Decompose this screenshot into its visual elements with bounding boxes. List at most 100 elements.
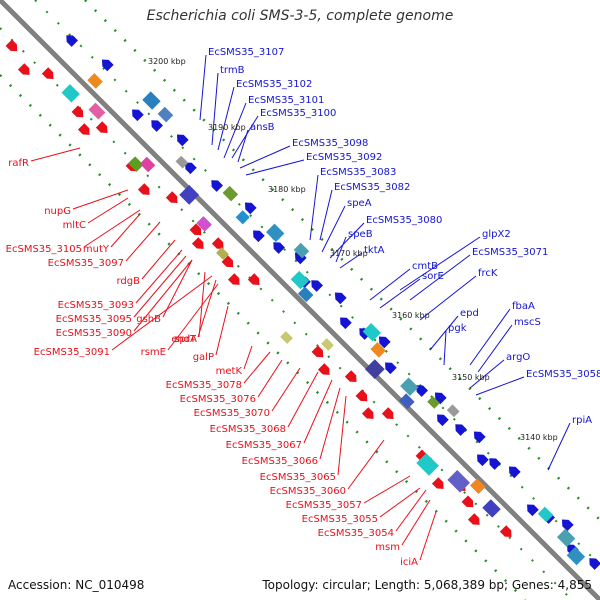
forward-gene-arrow xyxy=(77,123,90,135)
reverse-gene-label: EcSMS35_3107 xyxy=(208,47,284,58)
forward-gene-label: metK xyxy=(216,366,243,377)
gene-block xyxy=(235,210,250,225)
forward-gene-label: EcSMS35_3067 xyxy=(226,440,302,451)
forward-gene-label: EcSMS35_3066 xyxy=(242,456,318,467)
reverse-callout-line xyxy=(245,159,305,176)
reverse-callout-line xyxy=(237,129,249,163)
forward-callout-line xyxy=(243,351,271,384)
reverse-callout-line xyxy=(429,315,459,351)
reverse-callout-line xyxy=(223,102,247,159)
forward-callout-line xyxy=(271,367,301,412)
reverse-callout-line xyxy=(469,359,505,389)
reverse-callout-line xyxy=(369,268,411,301)
reverse-callout-line xyxy=(379,278,421,309)
gene-block xyxy=(537,506,554,523)
reverse-gene-arrow xyxy=(151,120,163,132)
reverse-gene-label: EcSMS35_3058 xyxy=(526,369,600,380)
reverse-gene-arrow xyxy=(185,162,197,175)
reverse-gene-arrow xyxy=(273,242,285,254)
forward-gene-label: EcSMS35_3105 xyxy=(6,244,82,255)
reverse-gene-arrow xyxy=(101,59,114,72)
gene-block xyxy=(364,359,385,380)
kbp-mark-label: 3170 kbp xyxy=(330,249,368,258)
gene-block xyxy=(61,84,80,103)
forward-gene-arrow xyxy=(5,39,18,52)
forward-gene-label: mutY xyxy=(83,244,110,255)
gene-block xyxy=(416,453,439,476)
forward-gene-label: endA xyxy=(171,334,197,345)
reverse-gene-arrow xyxy=(334,292,347,305)
reverse-gene-label: tktA xyxy=(364,245,385,256)
reverse-gene-arrow xyxy=(244,202,257,215)
forward-gene-label: EcSMS35_3093 xyxy=(58,300,134,311)
reverse-callout-line xyxy=(217,86,235,151)
reverse-callout-line xyxy=(309,174,319,241)
forward-callout-line xyxy=(87,197,129,224)
forward-callout-line xyxy=(162,259,193,318)
gene-block xyxy=(87,73,103,89)
reverse-gene-arrow xyxy=(132,109,144,122)
reverse-gene-arrow xyxy=(455,424,467,436)
kbp-mark-label: 3190 kbp xyxy=(208,123,246,132)
forward-callout-line xyxy=(197,279,217,338)
reverse-gene-arrow xyxy=(473,431,486,444)
forward-callout-line xyxy=(401,499,431,546)
gene-block xyxy=(157,106,174,123)
forward-gene-label: EcSMS35_3078 xyxy=(166,380,242,391)
forward-callout-line xyxy=(125,221,161,262)
forward-gene-label: nupG xyxy=(44,206,71,217)
forward-callout-line xyxy=(287,371,319,428)
reverse-gene-arrow xyxy=(508,466,521,479)
gene-block xyxy=(280,331,293,344)
reverse-gene-label: EcSMS35_3082 xyxy=(334,182,410,193)
forward-gene-arrow xyxy=(165,191,178,203)
gene-block xyxy=(290,270,310,290)
gene-features xyxy=(5,35,600,570)
reverse-gene-arrow xyxy=(477,454,489,467)
forward-gene-arrow xyxy=(95,121,108,133)
forward-gene-label: iciA xyxy=(400,557,418,568)
reverse-gene-label: EcSMS35_3102 xyxy=(236,79,312,90)
forward-callout-line xyxy=(111,275,213,351)
reverse-gene-label: cmtB xyxy=(412,261,438,272)
reverse-callout-line xyxy=(409,254,471,301)
reverse-callout-line xyxy=(339,252,363,269)
forward-callout-line xyxy=(133,255,187,318)
forward-gene-label: EcSMS35_3054 xyxy=(318,528,394,539)
kbp-mark-label: 3150 kbp xyxy=(452,373,490,382)
reverse-gene-label: speA xyxy=(347,198,372,209)
forward-callout-line xyxy=(379,487,421,518)
tick-guide-outer-right xyxy=(84,0,600,521)
gene-block xyxy=(556,528,576,548)
reverse-gene-label: fbaA xyxy=(512,301,535,312)
forward-gene-arrow xyxy=(381,407,394,419)
reverse-gene-label: EcSMS35_3071 xyxy=(472,247,548,258)
reverse-gene-arrow xyxy=(340,317,352,330)
reverse-gene-label: mscS xyxy=(514,317,541,328)
reverse-gene-arrow xyxy=(211,180,223,192)
forward-callout-line xyxy=(303,379,333,444)
forward-gene-label: mltC xyxy=(63,220,86,231)
gene-block xyxy=(216,247,229,260)
forward-callout-line xyxy=(141,239,176,280)
forward-gene-arrow xyxy=(227,273,240,285)
kbp-mark-label: 3160 kbp xyxy=(392,311,430,320)
reverse-gene-label: EcSMS35_3092 xyxy=(306,152,382,163)
forward-gene-arrow xyxy=(461,495,474,508)
forward-gene-label: msm xyxy=(375,542,400,553)
reverse-gene-arrow xyxy=(489,458,501,470)
forward-callout-line xyxy=(419,511,437,561)
gene-block xyxy=(566,546,586,566)
gene-block xyxy=(469,478,486,495)
gene-block xyxy=(128,156,144,172)
forward-gene-arrow xyxy=(499,525,512,537)
forward-callout-line xyxy=(72,189,129,210)
forward-gene-arrow xyxy=(189,223,202,236)
gene-block xyxy=(400,377,419,396)
gene-block xyxy=(222,185,239,202)
forward-gene-arrow xyxy=(137,183,150,195)
reverse-gene-arrow xyxy=(527,504,539,517)
reverse-callout-line xyxy=(335,236,347,263)
